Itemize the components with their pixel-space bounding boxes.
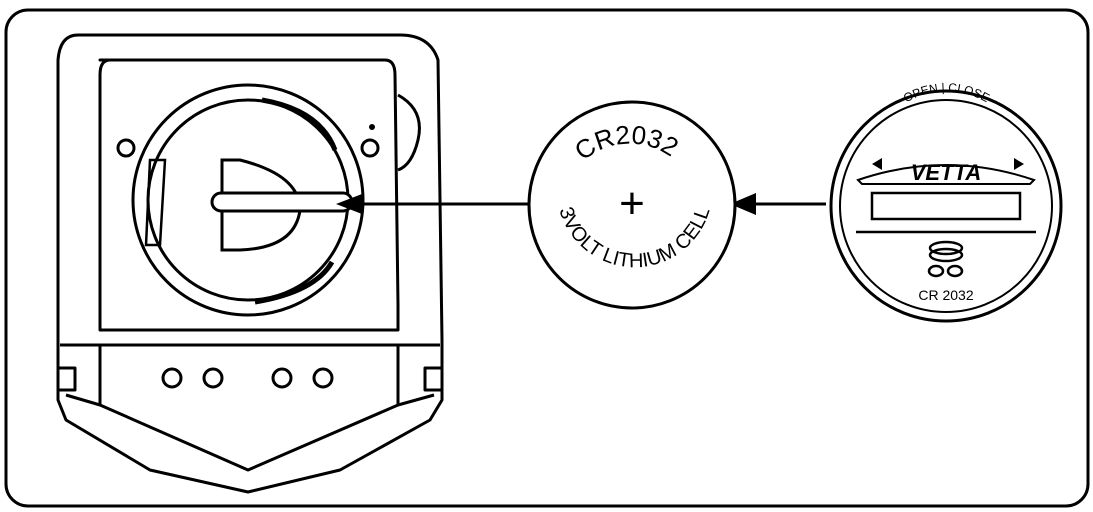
device-body: [56, 33, 444, 494]
cap-brand-label: VETTA: [911, 160, 981, 185]
cap-slot: [870, 191, 1022, 221]
coin-battery: CR2032 + 3VOLT LITHIUM CELL: [527, 100, 737, 310]
device-button-1: [161, 367, 183, 389]
cap-battery-icon: [927, 240, 964, 278]
device-side-hole-left: [116, 138, 136, 158]
device-side-hole-right: [360, 138, 380, 158]
battery-cap: OPEN | CLOSE VETTA CR 2032: [829, 80, 1063, 323]
device-button-3: [271, 367, 293, 389]
cap-battery-model-label: CR 2032: [918, 287, 973, 303]
device-side-dot: [369, 124, 375, 130]
device-button-2: [202, 367, 224, 389]
cap-left-arrow-icon: [872, 158, 882, 170]
arrow-cap-to-battery: [730, 193, 826, 215]
diagram-frame: [4, 8, 1090, 508]
battery-plus-sign: +: [619, 179, 645, 228]
coin-slot: [210, 191, 354, 213]
cap-right-arrow-icon: [1014, 158, 1024, 170]
device-button-4: [312, 367, 334, 389]
arrow-battery-to-device: [336, 194, 532, 214]
